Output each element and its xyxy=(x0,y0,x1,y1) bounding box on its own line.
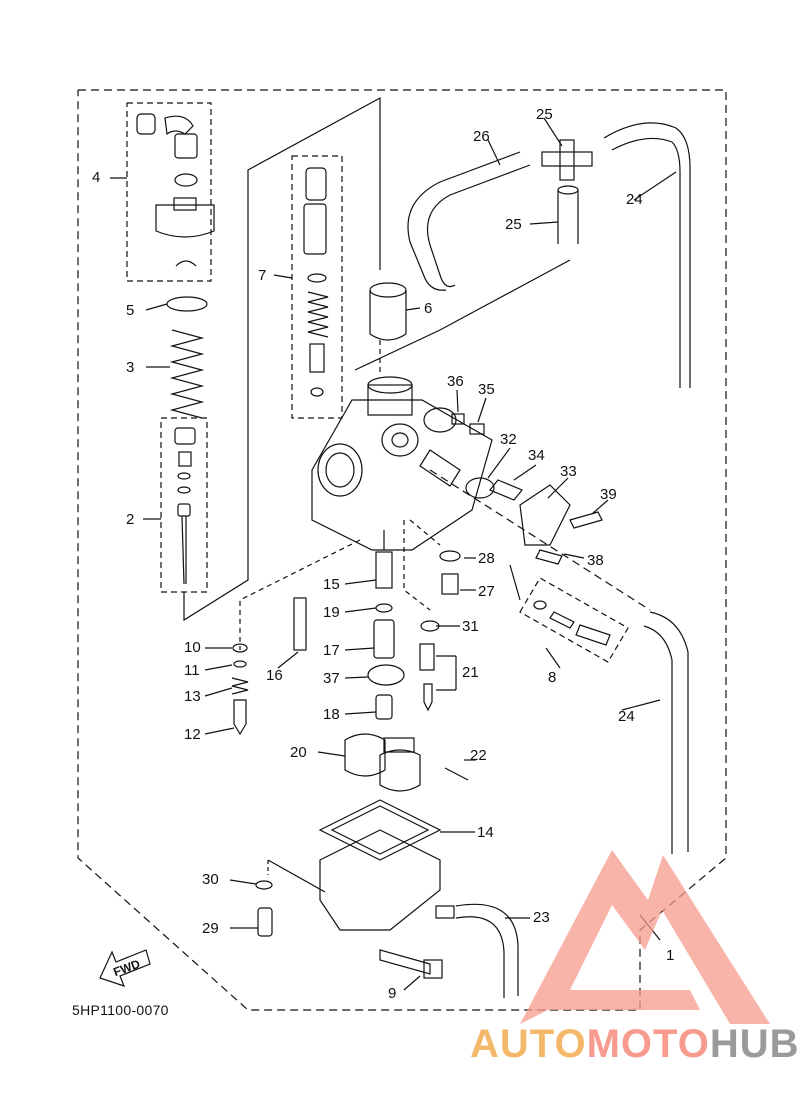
callout-5: 5 xyxy=(126,302,135,319)
part-40-screw xyxy=(569,511,603,529)
watermark-part-2: MOTO xyxy=(586,1022,710,1066)
callout-11: 11 xyxy=(184,662,200,679)
callout-28: 27 xyxy=(478,583,495,600)
callout-38: 37 xyxy=(323,670,340,687)
part-31-washer xyxy=(255,880,273,890)
callout-40: 39 xyxy=(600,486,617,503)
callout-18: 18 xyxy=(323,706,340,723)
callout-39: 38 xyxy=(587,552,604,569)
part-21-needle-valve xyxy=(419,643,435,712)
callout-1: 1 xyxy=(666,947,675,964)
callout-15: 15 xyxy=(323,576,340,593)
part-11-washer xyxy=(233,660,247,668)
part-19-ring xyxy=(375,603,393,613)
part-9-screw xyxy=(379,949,431,975)
part-33-diaphragm xyxy=(465,477,495,499)
part-15-jet xyxy=(375,551,393,589)
watermark-part-1: AUTO xyxy=(470,1022,587,1066)
watermark-part-3: HUB xyxy=(709,1022,800,1066)
callout-8: 8 xyxy=(548,669,557,686)
callout-27: 26 xyxy=(473,128,490,145)
callout-10: 10 xyxy=(184,639,201,656)
part-20-float xyxy=(344,733,421,792)
callout-26: 25 xyxy=(505,216,522,233)
callout-17: 17 xyxy=(323,642,340,659)
callout-19: 19 xyxy=(323,604,340,621)
part-13-spring xyxy=(231,677,249,695)
callout-12: 12 xyxy=(184,726,201,743)
callout-25: 25 xyxy=(536,106,553,123)
callout-36: 35 xyxy=(478,381,495,398)
callout-37: 36 xyxy=(447,373,464,390)
callout-30: 29 xyxy=(202,920,219,937)
watermark-logo-icon xyxy=(520,850,770,1024)
carburetor-body xyxy=(311,376,493,551)
part-10-ring xyxy=(232,643,248,653)
assembly-boundary xyxy=(77,89,727,1011)
callout-34: 33 xyxy=(560,463,577,480)
callout-14: 14 xyxy=(477,824,494,841)
part-35-spring xyxy=(489,479,523,501)
group-4-box xyxy=(126,102,212,282)
part-14-gasket xyxy=(318,799,442,861)
part-27-hose xyxy=(407,151,531,291)
callout-32: 31 xyxy=(462,618,479,635)
part-38-nut xyxy=(367,664,405,686)
part-5-ring xyxy=(166,296,208,312)
part-2-needle xyxy=(174,427,196,585)
callout-7: 7 xyxy=(258,267,267,284)
callout-20: 20 xyxy=(290,744,307,761)
callout-24-upper: 24 xyxy=(626,191,643,208)
callout-22: 22 xyxy=(470,747,487,764)
part-28-plug xyxy=(441,573,459,595)
diagram-code: 5HP1100-0070 xyxy=(72,1002,169,1018)
part-39-screw xyxy=(535,549,563,565)
part-22-pin xyxy=(444,767,469,781)
callout-31: 30 xyxy=(202,871,219,888)
part-9-head xyxy=(423,959,443,979)
part-12-screw xyxy=(233,699,247,736)
part-29-washer xyxy=(439,550,461,562)
group-7-box xyxy=(291,155,343,419)
part-26-tube xyxy=(557,185,579,244)
part-23-hose xyxy=(455,903,519,998)
callout-4: 4 xyxy=(92,169,101,186)
callout-35: 34 xyxy=(528,447,545,464)
part-36-screw xyxy=(469,423,485,435)
part-16-screw xyxy=(293,597,307,651)
part-8-screw-set xyxy=(533,600,611,646)
part-34-cover xyxy=(519,484,571,546)
callout-33: 32 xyxy=(500,431,517,448)
callout-29: 28 xyxy=(478,550,495,567)
part-18-jet xyxy=(375,694,393,720)
bowl-nipple xyxy=(435,905,455,919)
watermark-text: AUTOMOTOHUB xyxy=(470,1022,800,1067)
group-8-box xyxy=(519,577,629,663)
callout-6: 6 xyxy=(424,300,433,317)
callout-9: 9 xyxy=(388,985,397,1002)
callout-13: 13 xyxy=(184,688,201,705)
part-25-joint xyxy=(541,139,593,181)
fwd-arrow-icon xyxy=(99,949,151,987)
float-bowl xyxy=(319,829,441,931)
part-4-fitting xyxy=(136,113,215,267)
callout-2: 2 xyxy=(126,511,135,528)
part-24-hose-upper xyxy=(603,122,691,388)
part-3-spring xyxy=(169,329,205,419)
callout-16: 16 xyxy=(266,667,283,684)
part-37-screw xyxy=(451,413,465,425)
part-7-plunger xyxy=(303,167,329,397)
part-17-jet-holder xyxy=(373,619,395,659)
part-24-hose-lower xyxy=(643,611,689,854)
callout-24-lower: 24 xyxy=(618,708,635,725)
callout-21: 21 xyxy=(462,664,479,681)
part-6-cylinder xyxy=(369,282,407,341)
callout-3: 3 xyxy=(126,359,135,376)
part-30-bolt xyxy=(257,907,273,937)
callout-23: 23 xyxy=(533,909,550,926)
